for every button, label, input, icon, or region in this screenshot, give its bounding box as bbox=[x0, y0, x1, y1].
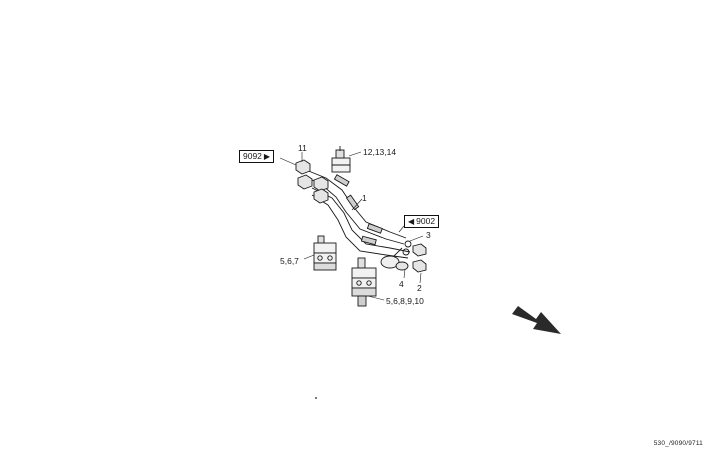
hex-nut-part-11 bbox=[295, 159, 329, 204]
callout-3: 3 bbox=[426, 230, 431, 240]
clamp-stack-part-5-6-8-9-10 bbox=[351, 257, 377, 307]
arrow-right-icon: ▶ bbox=[263, 152, 271, 161]
callout-11: 11 bbox=[298, 143, 307, 153]
callout-1: 1 bbox=[362, 193, 367, 203]
washer-part-3 bbox=[402, 240, 412, 256]
ref-9092-label: 9092 bbox=[243, 151, 262, 161]
callout-2: 2 bbox=[417, 283, 422, 293]
fitting-part-4 bbox=[380, 247, 409, 271]
adapter-part-2 bbox=[412, 243, 427, 273]
reference-box-9092[interactable]: 9092 ▶ bbox=[239, 150, 275, 163]
reference-box-9002[interactable]: ◀ 9002 bbox=[404, 215, 440, 228]
ref-9002-label: 9002 bbox=[416, 216, 436, 226]
drawing-code: 530_/9090/9711 bbox=[653, 440, 703, 447]
clamp-part-12-13-14 bbox=[331, 146, 351, 173]
callout-4: 4 bbox=[399, 279, 404, 289]
arrow-left-icon: ◀ bbox=[408, 217, 415, 226]
clamp-stack-part-5-6-7 bbox=[313, 235, 337, 271]
callout-5-6-7: 5,6,7 bbox=[280, 256, 299, 266]
callout-12-13-14: 12,13,14 bbox=[363, 147, 397, 157]
direction-arrow-icon bbox=[512, 306, 561, 334]
callout-5-6-8-9-10: 5,6,8,9,10 bbox=[386, 296, 424, 306]
leader-lines bbox=[279, 151, 424, 301]
